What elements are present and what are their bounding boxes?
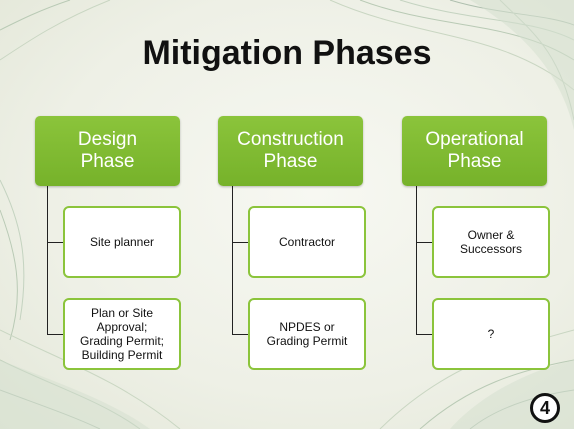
- leaf-stroke: [0, 0, 71, 31]
- item-unknown: ?: [432, 298, 550, 370]
- leaf-stroke: [419, 359, 574, 429]
- phase-title-line: Phase: [447, 151, 502, 172]
- leaf-shape: [0, 360, 150, 429]
- item-text-line: Successors: [459, 242, 523, 256]
- item-contractor: Contractor: [248, 206, 366, 278]
- item-text-line: Building Permit: [81, 348, 163, 362]
- phase-title-line: Operational: [425, 129, 524, 150]
- leaf-shape: [470, 0, 574, 130]
- item-text-line: Plan or Site: [90, 306, 154, 320]
- leaf-stroke: [0, 179, 25, 321]
- phase-box-operational: Operational Phase: [402, 116, 547, 186]
- phase-box-construction: Construction Phase: [218, 116, 363, 186]
- item-npdes-permit: NPDES or Grading Permit: [248, 298, 366, 370]
- leaf-stroke: [0, 209, 18, 341]
- page-number-badge: 4: [530, 393, 560, 423]
- slide-title: Mitigation Phases: [142, 34, 432, 72]
- item-text-line: Grading Permit: [266, 334, 348, 348]
- connector-line: [232, 242, 248, 243]
- connector-line: [47, 242, 63, 243]
- item-text-line: NPDES or: [279, 320, 335, 334]
- connector-line: [232, 186, 233, 334]
- leaf-stroke: [329, 0, 574, 91]
- connector-line: [47, 186, 48, 334]
- leaf-stroke: [0, 329, 181, 429]
- item-text-line: Contractor: [278, 235, 336, 249]
- phase-title-line: Construction: [237, 129, 344, 150]
- item-owner-successors: Owner & Successors: [432, 206, 550, 278]
- item-text-line: Site planner: [89, 235, 155, 249]
- phase-title-line: Phase: [80, 151, 135, 172]
- connector-line: [416, 186, 417, 334]
- connector-line: [232, 334, 248, 335]
- connector-line: [416, 242, 432, 243]
- phase-box-design: Design Phase: [35, 116, 180, 186]
- item-text-line: Grading Permit;: [79, 334, 165, 348]
- item-site-planner: Site planner: [63, 206, 181, 278]
- connector-line: [416, 334, 432, 335]
- item-text-line: ?: [487, 327, 495, 341]
- item-plan-approval: Plan or Site Approval; Grading Permit; B…: [63, 298, 181, 370]
- item-text-line: Approval;: [96, 320, 148, 334]
- phase-title-line: Design: [77, 129, 138, 150]
- phase-title-line: Phase: [263, 151, 318, 172]
- item-text-line: Owner &: [467, 228, 515, 242]
- leaf-stroke: [0, 0, 111, 61]
- connector-line: [47, 334, 63, 335]
